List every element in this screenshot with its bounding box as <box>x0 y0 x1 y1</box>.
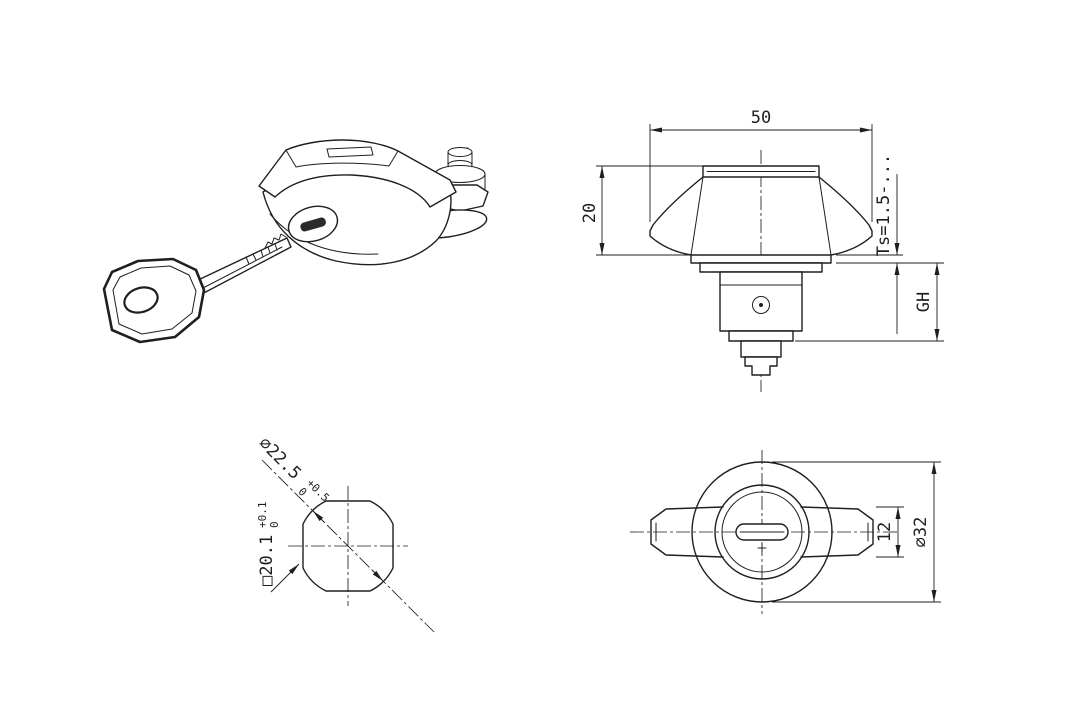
keyhole-slot <box>300 217 326 232</box>
top-right-wing <box>800 506 874 558</box>
key-teeth <box>264 233 287 249</box>
dim-panel-thickness-label: Ts=1.5-... <box>874 154 894 256</box>
dim-height-label: 20 <box>580 203 600 223</box>
cutout-diagonal-centerline <box>261 459 435 633</box>
cutout-view: ⌀22.5 +0.5 0 □20.1 +0.1 0 <box>254 433 435 633</box>
dim-panel-thickness: Ts=1.5-... <box>836 154 903 334</box>
front-cam <box>744 356 778 376</box>
dim-grip-height-label: GH <box>914 292 934 312</box>
dim-cutout-square-leader <box>270 563 300 593</box>
dim-cutout-diameter-label: ⌀22.5 <box>254 433 304 483</box>
dim-height-20: 20 <box>580 165 703 256</box>
dim-cutout-square: □20.1 +0.1 0 <box>256 502 281 587</box>
front-knob-left-wing <box>649 176 704 256</box>
top-view: 12 ⌀32 <box>630 450 941 614</box>
key-ring-hole <box>123 286 159 314</box>
cutout-outline <box>302 500 394 592</box>
front-body <box>719 271 803 332</box>
front-stem <box>740 340 782 358</box>
front-skirt-left-edge <box>690 176 704 256</box>
dim-outer-diameter-label: ⌀32 <box>911 517 931 548</box>
dim-wing-width-12: 12 <box>875 506 904 558</box>
front-step <box>728 330 794 342</box>
dim-width-50: 50 <box>649 108 873 222</box>
dim-width-label: 50 <box>751 108 771 128</box>
front-gasket <box>699 262 823 273</box>
top-left-wing <box>650 506 724 558</box>
dim-cutout-diameter-tol-lower: 0 <box>295 485 309 499</box>
wing-top-face-edge <box>285 149 399 168</box>
top-mid-circle <box>714 484 810 580</box>
dim-cutout-diameter: ⌀22.5 +0.5 0 <box>254 433 331 504</box>
wing-knob-iso-handle <box>258 139 457 208</box>
top-outer-circle <box>691 461 833 603</box>
key-groove <box>202 246 283 289</box>
top-inner-circle <box>721 491 803 573</box>
key-head-inner <box>112 265 197 335</box>
front-screw <box>752 296 770 314</box>
dim-cutout-square-tol-lower: 0 <box>268 521 281 528</box>
front-skirt-right-edge <box>818 176 832 256</box>
wing-top-detail <box>326 146 374 158</box>
dim-cutout-square-label: □20.1 <box>257 535 277 586</box>
front-knob-right-wing <box>818 176 873 256</box>
front-flange <box>690 254 832 264</box>
dim-wing-width-label: 12 <box>875 522 895 542</box>
key <box>102 233 292 344</box>
dim-cutout-square-tol-upper: +0.1 <box>256 502 269 529</box>
isometric-view <box>102 139 489 344</box>
skirt-contour <box>269 213 379 255</box>
dim-outer-diameter-32: ⌀32 <box>772 461 941 603</box>
dim-grip-height: GH <box>795 262 944 342</box>
front-view: 50 20 Ts=1.5-... GH <box>580 108 944 392</box>
